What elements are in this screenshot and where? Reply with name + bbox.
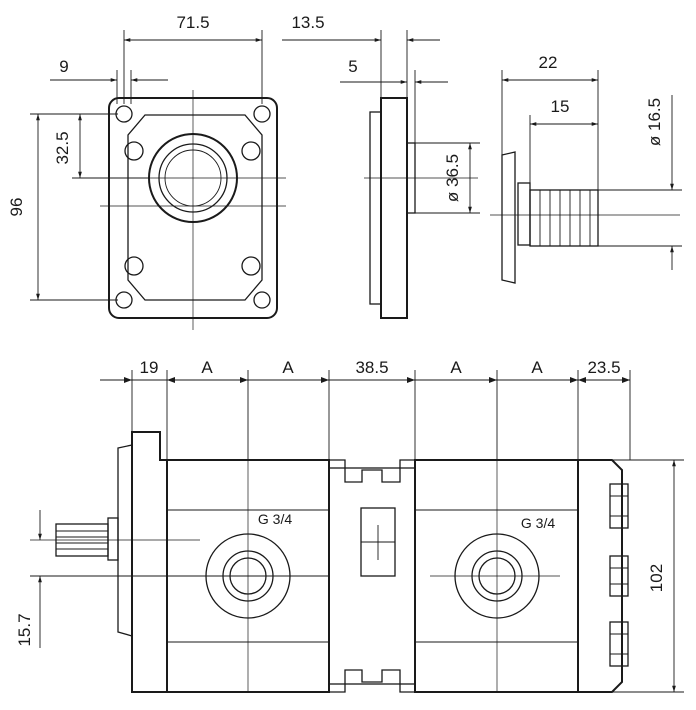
dim-shaft-spline: 15 xyxy=(551,97,570,116)
port-label-2: G 3/4 xyxy=(521,515,555,531)
dim-seg-19: 19 xyxy=(140,358,159,377)
dim-pilot-diameter: ø 36.5 xyxy=(443,154,462,202)
shaft-view: 22 15 ø 16.5 xyxy=(490,53,682,284)
dim-flange-height: 96 xyxy=(7,198,26,217)
dim-flange-thickness: 13.5 xyxy=(291,13,324,32)
corner-hole-bl xyxy=(115,291,133,309)
end-bolt-mid xyxy=(609,555,629,597)
end-cap xyxy=(577,459,623,693)
dim-seg-a4: A xyxy=(531,358,543,377)
port-label-1: G 3/4 xyxy=(258,511,292,527)
bolt-hole-br xyxy=(241,256,261,276)
dim-shaft-height: 15.7 xyxy=(15,613,34,646)
shaft-collar xyxy=(517,182,531,246)
dim-spigot: 5 xyxy=(348,57,357,76)
dim-seg-a3: A xyxy=(450,358,462,377)
dim-seg-a1: A xyxy=(201,358,213,377)
assembly-view: 19 A A 38.5 A A 23.5 15.7 G 3/4 xyxy=(15,358,684,693)
corner-hole-tr xyxy=(253,105,271,123)
corner-hole-tl xyxy=(115,105,133,123)
shaft-spline xyxy=(529,189,599,247)
dim-flange-width: 71.5 xyxy=(176,13,209,32)
side-flange-back xyxy=(369,111,382,305)
mount-flange xyxy=(131,431,168,693)
bolt-hole-bl xyxy=(124,256,144,276)
end-bolt-bottom xyxy=(609,621,629,667)
corner-hole-br xyxy=(253,291,271,309)
flange-side-view: 13.5 5 ø 36.5 xyxy=(282,13,480,319)
mount-spigot xyxy=(107,517,119,561)
bolt-hole-tr xyxy=(241,141,261,161)
flange-front-view: 71.5 9 96 32.5 xyxy=(7,13,286,330)
bolt-hole-tl xyxy=(124,141,144,161)
dim-seg-23-5: 23.5 xyxy=(587,358,620,377)
dim-hole-offset: 9 xyxy=(59,57,68,76)
end-bolt-top xyxy=(609,483,629,529)
dim-seg-a2: A xyxy=(282,358,294,377)
mount-flange-face xyxy=(117,444,133,637)
flange-inner-contour xyxy=(127,114,263,301)
dim-shaft-diameter: ø 16.5 xyxy=(645,98,664,146)
dim-body-height: 102 xyxy=(647,564,666,592)
dim-seg-38-5: 38.5 xyxy=(355,358,388,377)
side-flange-body xyxy=(380,97,408,319)
dim-shaft-total: 22 xyxy=(539,53,558,72)
shaft-flange-stub xyxy=(501,151,516,284)
dim-center-height: 32.5 xyxy=(53,131,72,164)
